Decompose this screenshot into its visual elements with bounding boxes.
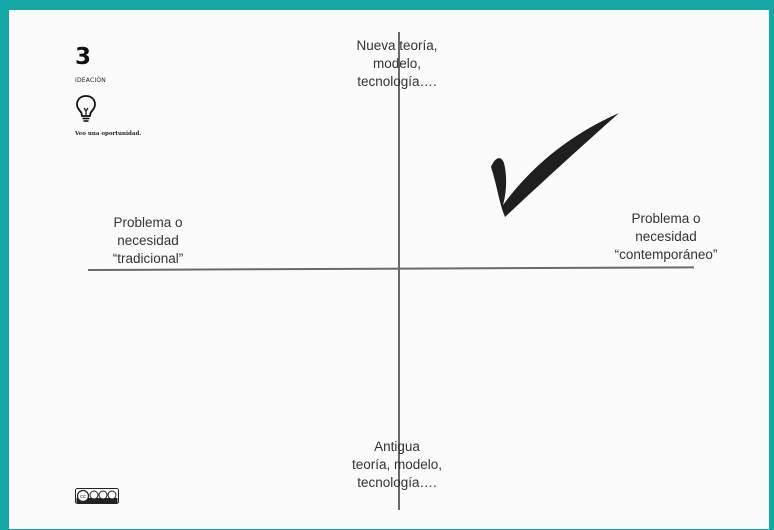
- checkmark-icon: [491, 113, 619, 217]
- section-label: IDEACIÓN: [75, 77, 106, 84]
- step-number: 3: [75, 44, 92, 70]
- axis-label-bottom: Antigua teoría, modelo, tecnología….: [351, 439, 443, 490]
- creative-commons-badge-icon[interactable]: cc: [75, 488, 119, 504]
- slide-card: 3 IDEACIÓN Veo una oportunidad. Nueva te…: [9, 10, 769, 529]
- brand-block: 3 IDEACIÓN Veo una oportunidad.: [75, 45, 195, 137]
- lightbulb-icon: [76, 95, 96, 122]
- axis-label-top: Nueva teoría, modelo, tecnología….: [356, 38, 438, 89]
- tagline: Veo una oportunidad.: [75, 131, 142, 137]
- axis-label-left: Problema o necesidad “tradicional”: [112, 215, 184, 266]
- axis-label-right: Problema o necesidad “contemporáneo”: [614, 211, 718, 262]
- vertical-axis: [398, 32, 400, 510]
- svg-text:cc: cc: [80, 494, 86, 500]
